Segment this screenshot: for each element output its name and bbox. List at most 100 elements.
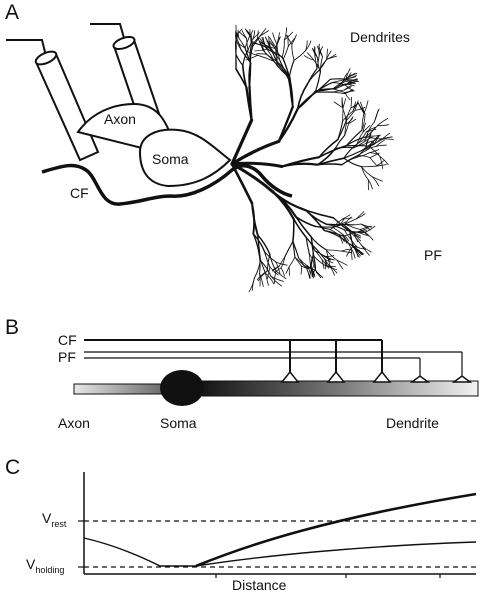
dendrite-branch [238, 37, 246, 49]
dendrite-branch [375, 164, 387, 167]
dendrite-branch [369, 149, 380, 153]
panel-letter-b: B [5, 316, 19, 339]
dendrite-branch [329, 224, 341, 230]
dendrite-branch [343, 229, 352, 241]
dendrite-branch [343, 143, 358, 159]
dendrite-branch [354, 246, 362, 255]
dendrite-branch [270, 276, 284, 282]
dendrite-branch [365, 125, 378, 138]
label-axon-b: Axon [58, 415, 90, 431]
v-rest-subscript: rest [51, 519, 67, 529]
dendrite-branch [350, 96, 352, 109]
dendrite-branch [342, 234, 348, 244]
dendrite-branch [245, 54, 259, 61]
dendrite-branch [291, 34, 297, 45]
dendrite-branch [345, 73, 358, 79]
dendrite-branch [283, 27, 288, 41]
dendrite-branch [334, 134, 346, 150]
dendrite-branch [343, 157, 363, 168]
dendrite-branch [307, 52, 315, 61]
dendrite-branch [292, 218, 308, 239]
dendrite-branch [252, 30, 256, 40]
dendrite-branch [292, 240, 300, 259]
dendrite-branch [295, 216, 317, 228]
dendrite-branch [361, 113, 366, 131]
dendrite-branch [259, 273, 264, 287]
dendrite-branch [343, 224, 354, 234]
dendrite-branch [287, 37, 296, 47]
dendrite-branch [264, 251, 271, 268]
dendrite-branch [346, 246, 353, 257]
dendrite-branch [277, 105, 294, 143]
dendrite-branch [344, 92, 351, 101]
soma-shape [138, 128, 232, 188]
dendrite-branch [365, 121, 375, 138]
dendrite-branch [343, 235, 353, 250]
dendrite-branch [248, 85, 253, 122]
dendrite-branch [325, 249, 338, 261]
dendrite-branch [283, 31, 294, 41]
dendrite-branch [316, 45, 323, 57]
label-soma-a: Soma [152, 151, 189, 167]
dendrite-branch [325, 249, 331, 266]
dendrite-branch [275, 261, 288, 266]
dendrite-branch [276, 32, 280, 45]
dendrite-branch [298, 257, 308, 270]
dendrite-branch [369, 157, 377, 166]
dendrite-branch [348, 118, 357, 125]
label-dendrites-a: Dendrites [350, 29, 410, 45]
dendrite-branch [313, 255, 326, 267]
dendrite-branch [336, 260, 344, 270]
dendrite-branch [352, 232, 361, 239]
dendrite-branch [268, 35, 271, 48]
dendrite-branch [325, 249, 342, 252]
dendrite-branch [289, 76, 294, 108]
dendrite-branch [272, 191, 297, 218]
dendrite-branch [288, 256, 296, 268]
dendrite-branch [343, 150, 363, 159]
dendrite-branch [291, 43, 295, 61]
dendrite-branch [235, 54, 244, 66]
dendrite-branch [329, 229, 341, 237]
dendrite-branch [230, 162, 275, 194]
dendrite-branch [368, 134, 381, 137]
dendrite-branch [276, 62, 290, 81]
dendrite-branch [269, 46, 281, 61]
label-cf-b: CF [58, 332, 77, 348]
dendrite-branch [352, 101, 356, 112]
dendrite-branch [343, 229, 358, 233]
dendrite-branch [318, 138, 339, 158]
dendrite-branch [261, 44, 267, 55]
dendrite-branch [296, 83, 309, 110]
dendrite-branch [361, 112, 365, 131]
dendrite-branch [332, 223, 346, 228]
dendrite-branch [256, 53, 267, 55]
label-axon-a: Axon [104, 111, 136, 127]
dendrite-branch [287, 34, 289, 47]
dendrite-branch [306, 69, 320, 85]
dendrite-branch [345, 129, 363, 147]
dendrite-branch [256, 270, 268, 281]
dendrite-branch [326, 50, 332, 60]
dendrite-branch [364, 232, 374, 241]
dendrite-branch [230, 139, 281, 166]
dendrite-branch [341, 248, 352, 252]
dendrite-branch [281, 39, 285, 58]
dendrite-branch [265, 272, 269, 286]
dendrite-branch [317, 250, 326, 261]
dendrite-branch [262, 37, 268, 50]
dendrite-branch [357, 152, 371, 158]
label-dendrite-b: Dendrite [386, 415, 439, 431]
dendrite-branch [332, 91, 346, 95]
dendrite-branch [269, 40, 276, 49]
dendrite-branch [296, 90, 317, 110]
dendrite-branch [345, 117, 354, 125]
dendrite-branch [381, 136, 393, 140]
dendrite-branch [308, 253, 311, 267]
dendrite-branch [280, 255, 286, 269]
v-rest-v: V [42, 510, 52, 526]
dendrite-branch [240, 49, 252, 64]
dendrite-branch [337, 120, 344, 141]
dendrite-branch [265, 36, 271, 49]
dendrite-branch [250, 38, 258, 48]
